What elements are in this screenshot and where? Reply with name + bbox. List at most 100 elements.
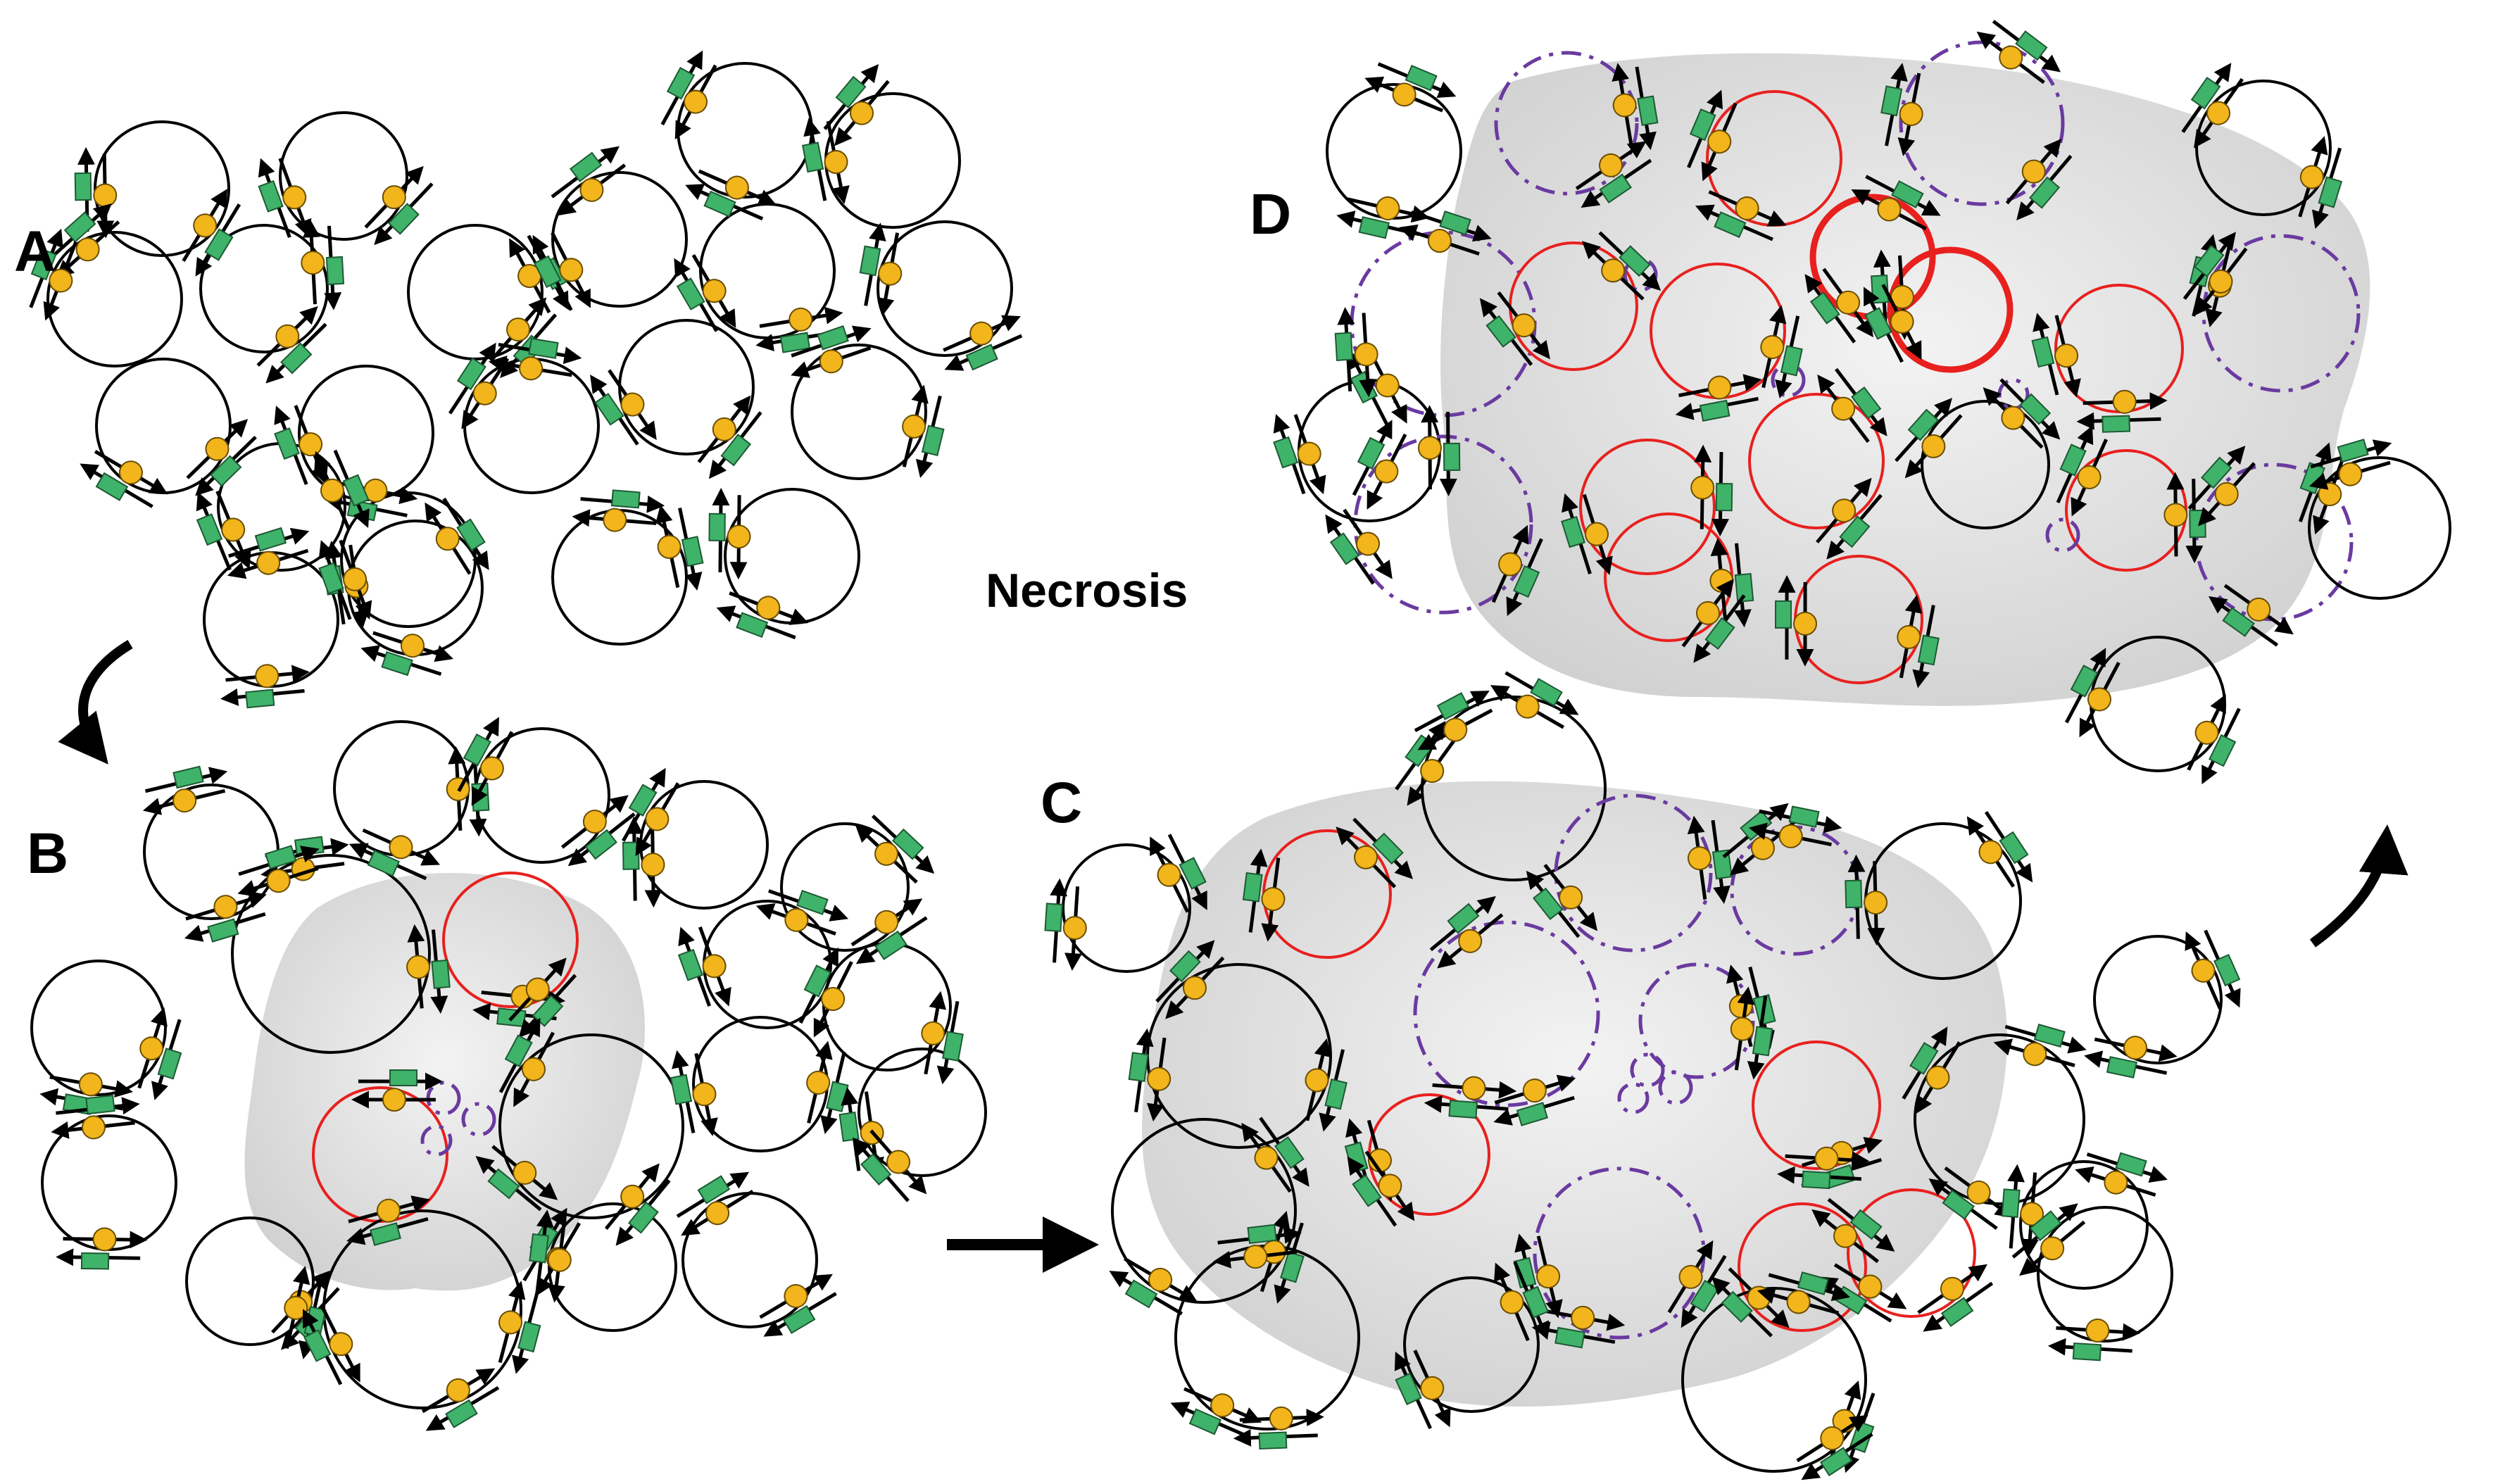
pump-bead — [363, 478, 388, 503]
pump-bead — [320, 478, 345, 503]
channel-bar — [627, 1201, 659, 1234]
pump-bead — [1707, 375, 1732, 400]
arrow-a-to-b — [58, 639, 133, 765]
pump-bead — [118, 460, 143, 485]
membrane-protein-pair — [56, 1227, 148, 1270]
pump-bead — [1374, 459, 1399, 484]
membrane-protein-pair — [186, 419, 257, 496]
dead-cell — [461, 1102, 496, 1137]
membrane-protein-pair — [2208, 584, 2294, 647]
membrane-protein-pair — [1273, 414, 1326, 495]
channel-bar — [1448, 1100, 1478, 1119]
membrane-protein-pair — [47, 203, 120, 278]
channel-bar — [859, 245, 881, 277]
pump-bead — [1836, 290, 1861, 315]
membrane-protein-pair — [855, 815, 935, 884]
membrane-protein-pair — [1687, 815, 1733, 905]
panel-label-d: D — [1250, 182, 1291, 246]
membrane-protein-pair — [1845, 854, 1888, 946]
healthy-cell — [199, 224, 329, 353]
pump-bead — [2040, 1236, 2065, 1261]
channel-bar — [2033, 1024, 2066, 1048]
pump-bead — [1687, 846, 1711, 871]
channel-bar — [796, 889, 829, 915]
channel-bar — [2318, 176, 2343, 208]
pump-bead — [547, 1247, 572, 1272]
pump-bead — [389, 835, 413, 860]
channel-bar — [1942, 1189, 1975, 1220]
membrane-protein-pair — [137, 1007, 182, 1100]
channel-bar — [703, 190, 736, 218]
channel-bar — [1999, 831, 2029, 864]
pump-bead — [1458, 929, 1483, 953]
pump-bead — [1427, 229, 1452, 253]
channel-bar — [387, 203, 420, 235]
pump-bead — [821, 987, 846, 1012]
membrane-protein-pair — [2075, 1152, 2168, 1197]
channel-bar — [628, 784, 658, 817]
channel-bar — [838, 1112, 860, 1142]
membrane-protein-pair — [1479, 291, 1550, 366]
membrane-protein-pair — [551, 146, 627, 216]
healthy-cell — [279, 111, 408, 241]
membrane-protein-pair — [1513, 1233, 1563, 1319]
channel-bar — [2015, 30, 2048, 61]
channel-bar — [681, 536, 704, 567]
membrane-protein-pair — [508, 957, 577, 1038]
channel-bar — [2106, 1056, 2137, 1079]
membrane-protein-pair — [1695, 190, 1787, 241]
pump-bead — [301, 251, 325, 275]
channel-bar — [528, 337, 559, 359]
membrane-protein-pair — [1690, 444, 1733, 537]
pump-bead — [1831, 396, 1856, 421]
membrane-protein-pair — [1760, 305, 1803, 398]
membrane-protein-pair — [29, 228, 78, 321]
pump-bead — [435, 527, 460, 551]
channel-bar — [254, 527, 287, 552]
channel-bar — [874, 930, 907, 960]
pump-bead — [1921, 434, 1946, 458]
pump-bead — [850, 101, 874, 125]
dead-cell — [2201, 234, 2361, 393]
pump-bead — [1999, 45, 2023, 70]
channel-bar — [570, 151, 603, 182]
pump-bead — [603, 508, 627, 532]
membrane-protein-pair — [2182, 232, 2248, 316]
pump-bead — [2299, 165, 2324, 189]
membrane-protein-pair — [755, 306, 843, 353]
channel-bar — [1699, 399, 1730, 422]
pump-bead — [255, 664, 279, 688]
membrane-protein-pair — [80, 450, 168, 508]
channel-bar — [325, 256, 345, 286]
membrane-protein-pair — [1895, 398, 1963, 479]
channel-bar — [95, 472, 129, 501]
channel-bar — [782, 1304, 816, 1334]
membrane-protein-pair — [2001, 1164, 2044, 1257]
membrane-protein-pair — [2011, 1203, 2086, 1276]
healthy-cell — [2093, 935, 2223, 1064]
membrane-protein-pair — [560, 795, 636, 867]
pump-bead — [1678, 1264, 1703, 1289]
membrane-protein-pair — [708, 487, 751, 580]
pump-bead — [1147, 1067, 1171, 1091]
membrane-protein-pair — [902, 384, 945, 479]
channel-bar — [2001, 1188, 2021, 1218]
dead-cell — [2194, 463, 2354, 622]
pump-bead — [1584, 522, 1609, 546]
channel-bar — [381, 651, 413, 677]
channel-bar — [1819, 1447, 1853, 1477]
channel-bar — [1280, 1251, 1305, 1283]
membrane-protein-pair — [791, 325, 872, 378]
channel-bar — [720, 434, 752, 467]
channel-bar — [1714, 211, 1747, 239]
channel-bar — [1704, 617, 1735, 650]
pump-bead — [2077, 465, 2102, 489]
membrane-protein-pair — [1109, 1257, 1198, 1316]
membrane-protein-pair — [360, 631, 454, 677]
channel-bar — [584, 829, 617, 860]
healthy-cell — [791, 344, 927, 480]
pump-bead — [886, 1150, 911, 1174]
channel-bar — [2222, 607, 2255, 637]
membrane-protein-pair — [1796, 1415, 1873, 1480]
pump-bead — [1696, 600, 1721, 625]
